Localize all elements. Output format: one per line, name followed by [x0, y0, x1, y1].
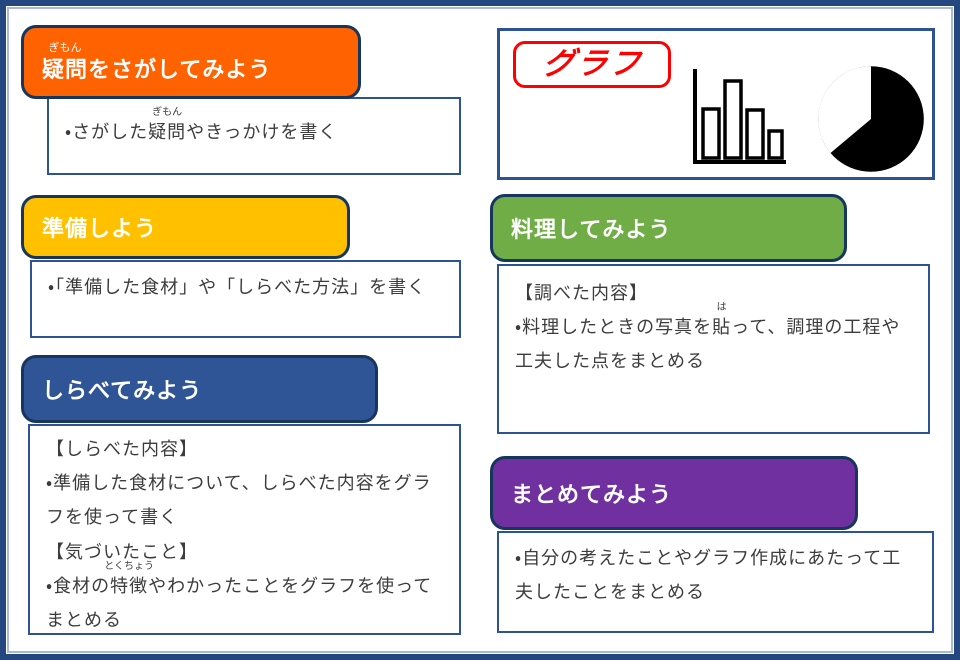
body-heading: 【しらべた内容】 — [46, 439, 198, 459]
pie-chart-icon — [818, 66, 924, 172]
body-text-segment: ・食材の — [46, 575, 111, 596]
section-title: 料理してみよう — [511, 217, 672, 242]
body-text-segment: ・さがした — [65, 122, 149, 142]
body-text-segment: ・料理したときの写真を — [515, 317, 713, 338]
section-title: 疑問 ぎもんをさがしてみよう — [42, 42, 272, 84]
section-title: 準備しよう — [42, 216, 158, 241]
summary-body: ・自分の考えたことやグラフ作成にあたって工夫したことをまとめる — [515, 548, 902, 603]
ruby-group: 疑問ぎもん — [42, 42, 89, 84]
title-text: をさがしてみよう — [88, 57, 272, 82]
section-header-cooking: 料理してみよう — [490, 194, 847, 262]
ruby-furigana: は — [716, 302, 727, 313]
body-line: ・食材の特徴 とくちょうやわかったことをグラフを使ってまとめる — [46, 561, 439, 637]
body-heading: 【気づいたこと】 — [46, 541, 198, 562]
content-box-question: ・さがした疑問 ぎもんやきっかけを書く — [47, 97, 461, 175]
graph-legend-box: グラフ — [497, 28, 935, 180]
content-box-summary: ・自分の考えたことやグラフ作成にあたって工夫したことをまとめる — [497, 531, 934, 633]
research-body: 【しらべた内容】 ・準備した食材について、しらべた内容をグラフを使って書く 【気… — [30, 426, 459, 637]
question-body: ・さがした疑問 ぎもんやきっかけを書く — [49, 99, 459, 149]
ruby-furigana: ぎもん — [152, 106, 183, 118]
ruby-furigana: とくちょう — [104, 560, 154, 572]
body-text-segment: って、調理の工程や工夫した点をまとめる — [515, 317, 901, 372]
ruby-group: 貼は — [712, 303, 732, 344]
graph-label: グラフ — [540, 46, 645, 82]
ruby-furigana: ぎもん — [48, 41, 82, 54]
ruby-base: 疑問 — [148, 122, 187, 142]
section-header-summary: まとめてみよう — [490, 456, 858, 530]
section-title: まとめてみよう — [511, 482, 673, 507]
section-header-question: 疑問 ぎもんをさがしてみよう — [21, 25, 361, 99]
content-box-prepare: ・「準備した食材」や「しらべた方法」を書く — [30, 260, 461, 338]
body-text-segment: やきっかけを書く — [186, 122, 338, 142]
graph-label-frame: グラフ — [513, 41, 671, 88]
cooking-body: 【調べた内容】 ・料理したときの写真を貼はって、調理の工程や工夫した点をまとめる — [499, 266, 928, 379]
section-header-prepare: 準備しよう — [21, 195, 350, 259]
content-box-research: 【しらべた内容】 ・準備した食材について、しらべた内容をグラフを使って書く 【気… — [28, 424, 461, 635]
section-title: しらべてみよう — [42, 378, 203, 403]
bar-chart-icon — [693, 69, 786, 164]
ruby-base: 特徴 — [110, 575, 149, 596]
ruby-group: 特徴とくちょう — [104, 561, 154, 603]
ruby-group: 疑問ぎもん — [148, 107, 187, 149]
body-line: ・準備した食材について、しらべた内容をグラフを使って書く — [46, 473, 432, 528]
body-line: ・料理したときの写真を貼はって、調理の工程や工夫した点をまとめる — [515, 303, 908, 378]
body-text-segment: やわかったことをグラフを使ってまとめる — [46, 575, 433, 630]
content-box-cooking: 【調べた内容】 ・料理したときの写真を貼はって、調理の工程や工夫した点をまとめる — [497, 264, 930, 434]
section-header-research: しらべてみよう — [21, 355, 378, 423]
ruby-base: 貼 — [712, 317, 732, 338]
ruby-base: 疑問 — [42, 57, 89, 82]
body-heading: 【調べた内容】 — [515, 283, 648, 303]
prepare-body: ・「準備した食材」や「しらべた方法」を書く — [48, 277, 427, 297]
